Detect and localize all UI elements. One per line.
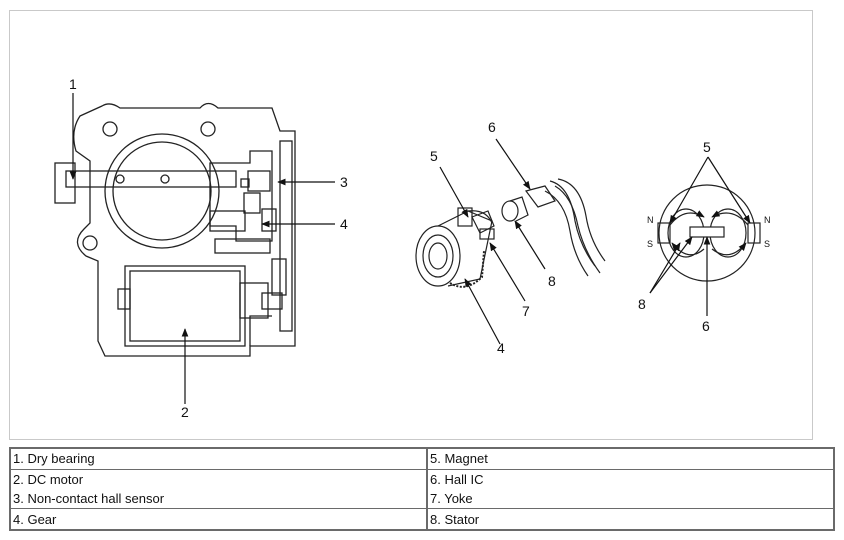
legend-item-yoke: 7. Yoke xyxy=(426,488,835,509)
callout-5: 5 xyxy=(430,148,438,164)
leader-lines-left xyxy=(69,93,335,404)
legend-row: 1. Dry bearing 5. Magnet xyxy=(9,447,835,470)
callout-8-right: 8 xyxy=(638,296,646,312)
legend-table: 1. Dry bearing 5. Magnet 2. DC motor 6. … xyxy=(9,447,835,531)
leader-lines-middle xyxy=(439,138,546,345)
legend-item-stator: 8. Stator xyxy=(426,508,835,531)
legend-item-gear: 4. Gear xyxy=(9,508,428,531)
pole-s-left: S xyxy=(647,239,653,249)
pole-n-left: N xyxy=(647,215,654,225)
diagram-figure: 1 3 4 2 5 6 8 7 4 xyxy=(9,10,813,440)
diagram-canvas: 1 3 4 2 5 6 8 7 4 xyxy=(54,76,771,420)
legend-row: 3. Non-contact hall sensor 7. Yoke xyxy=(9,488,835,509)
callout-5-right: 5 xyxy=(703,139,711,155)
callout-2: 2 xyxy=(181,404,189,420)
legend-row: 2. DC motor 6. Hall IC xyxy=(9,469,835,489)
legend-row: 4. Gear 8. Stator xyxy=(9,508,835,531)
legend-item-magnet: 5. Magnet xyxy=(426,447,835,470)
leader-lines-right xyxy=(649,156,751,316)
callout-6: 6 xyxy=(488,119,496,135)
legend-item-dry-bearing: 1. Dry bearing xyxy=(9,447,428,470)
legend-item-dc-motor: 2. DC motor xyxy=(9,469,428,489)
pole-n-right: N xyxy=(764,215,771,225)
legend-item-hall-ic: 6. Hall IC xyxy=(426,469,835,489)
throttle-body-drawing xyxy=(54,102,296,357)
callout-3: 3 xyxy=(340,174,348,190)
callout-6-right: 6 xyxy=(702,318,710,334)
callout-7: 7 xyxy=(522,303,530,319)
callout-4: 4 xyxy=(340,216,348,232)
magnetic-field-schematic xyxy=(657,184,761,282)
callout-8: 8 xyxy=(548,273,556,289)
pole-s-right: S xyxy=(764,239,770,249)
callout-1: 1 xyxy=(69,76,77,92)
callout-4-middle: 4 xyxy=(497,340,505,356)
hall-sensor-assembly-drawing xyxy=(415,178,606,288)
legend-item-hall-sensor: 3. Non-contact hall sensor xyxy=(9,488,428,509)
